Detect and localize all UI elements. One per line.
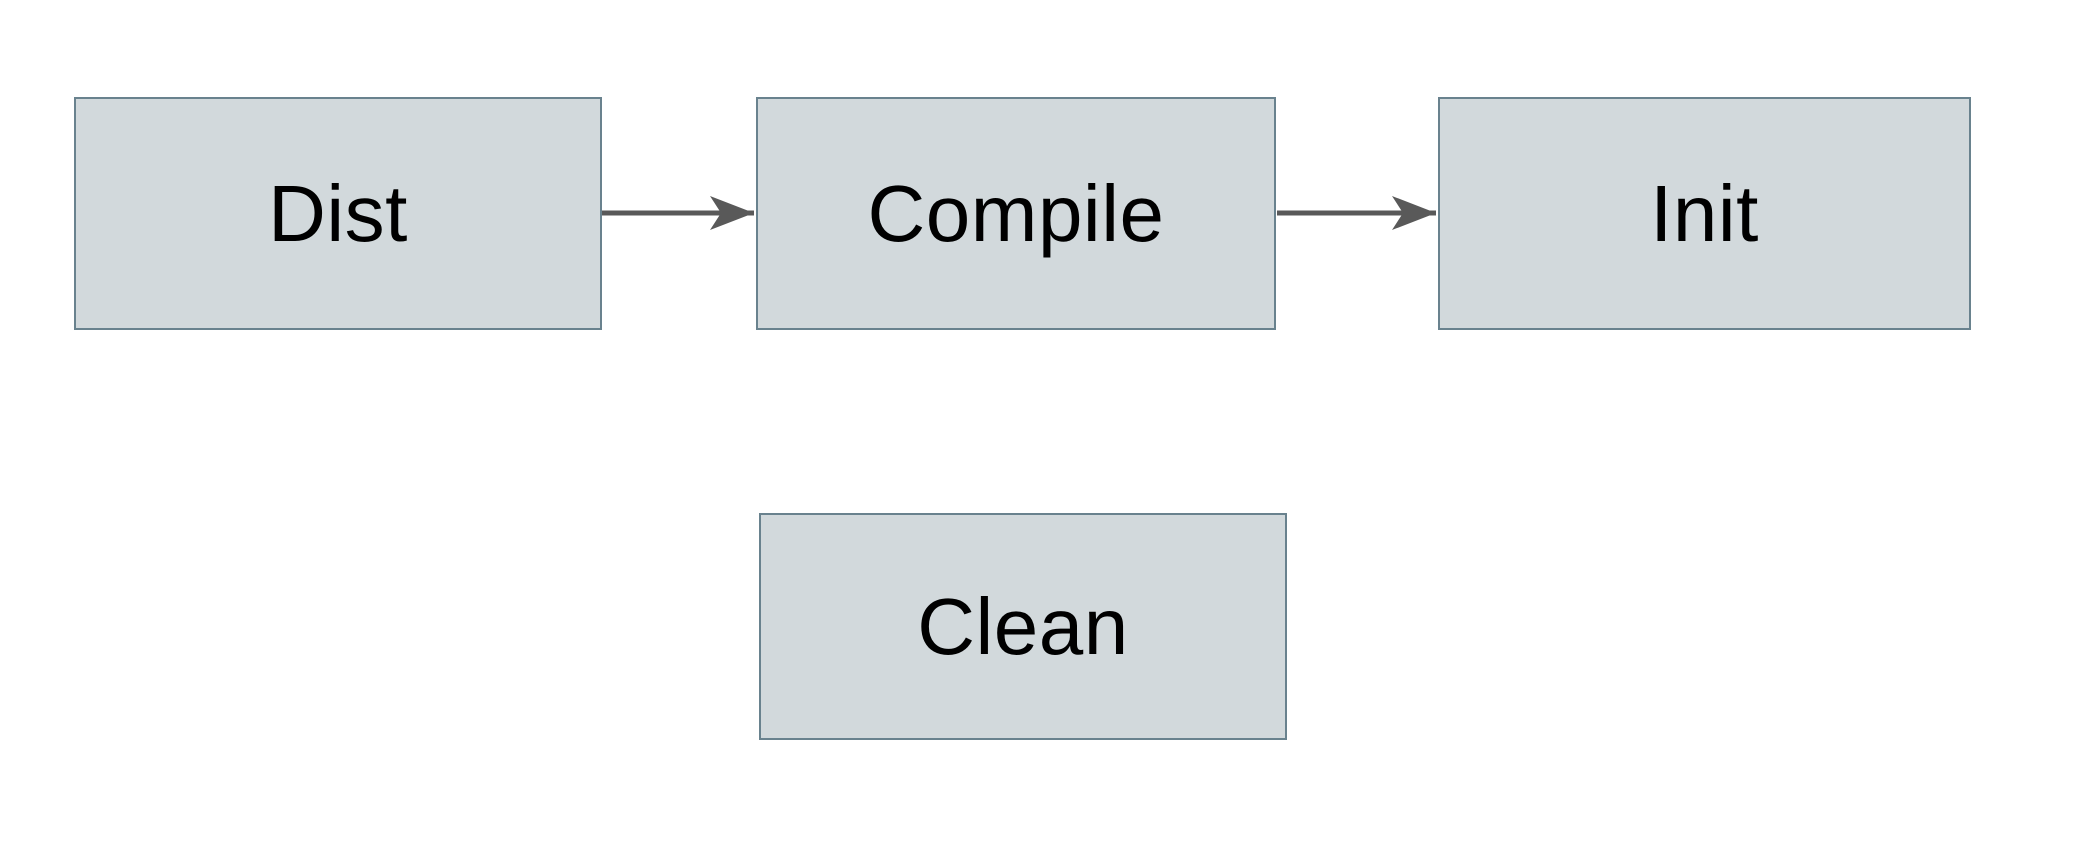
node-dist-label: Dist [268,168,408,258]
node-init-label: Init [1650,168,1759,258]
node-init: Init [1438,97,1971,330]
node-compile: Compile [756,97,1276,330]
node-clean-label: Clean [917,581,1129,671]
node-dist: Dist [74,97,602,330]
node-clean: Clean [759,513,1287,740]
node-compile-label: Compile [867,168,1165,258]
